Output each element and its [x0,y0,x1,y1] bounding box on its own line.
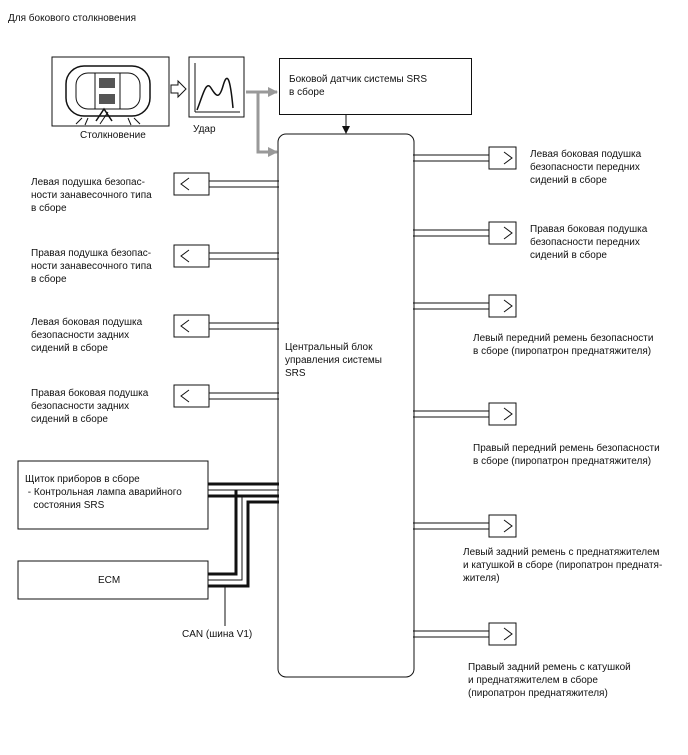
can-bus-wiring [208,482,279,626]
flow-arrow-icon [170,79,187,99]
left-curtain-airbag-label: Левая подушка безопас- ности занавесочно… [31,177,152,214]
meter-box [17,460,209,530]
left-front-side-airbag-label: Левая боковая подушка безопасности перед… [530,149,642,186]
center-unit-box [277,133,415,678]
left-rear-seatbelt-label: Левый задний ремень с преднатяжителем и … [463,547,663,584]
ecm-box [17,560,209,600]
right-rear-side-airbag-label: Правая боковая подушка безопасности задн… [31,388,149,425]
ecm-label: ECM [98,575,121,586]
right-curtain-airbag-label: Правая подушка безопас- ности занавесочн… [31,248,152,285]
left-component-wiring [173,172,279,408]
impact-graph-icon [188,56,245,118]
right-front-seatbelt-label: Правый передний ремень безопасности в сб… [473,443,660,467]
diagram-title: Для бокового столкновения [8,13,137,24]
right-front-side-airbag-label: Правая боковая подушка безопасности пере… [530,224,648,261]
meter-label: Щиток приборов в сборе - Контрольная лам… [25,474,182,511]
left-rear-side-airbag-label: Левая боковая подушка безопасности задни… [31,317,143,354]
impact-label: Удар [193,124,216,135]
sensor-signal-arrows [246,87,278,157]
center-unit-label: Центральный блок управления системы SRS [285,342,382,379]
right-component-wiring [413,146,517,646]
side-sensor-box: Боковой датчик системы SRS в сборе [279,58,472,115]
car-collision-icon [51,56,170,127]
collision-label: Столкновение [80,130,146,141]
side-sensor-label: Боковой датчик системы SRS в сборе [289,74,428,98]
can-bus-label: CAN (шина V1) [182,629,253,640]
left-front-seatbelt-label: Левый передний ремень безопасности в сбо… [473,333,654,357]
right-rear-seatbelt-label: Правый задний ремень с катушкой и предна… [468,662,631,699]
